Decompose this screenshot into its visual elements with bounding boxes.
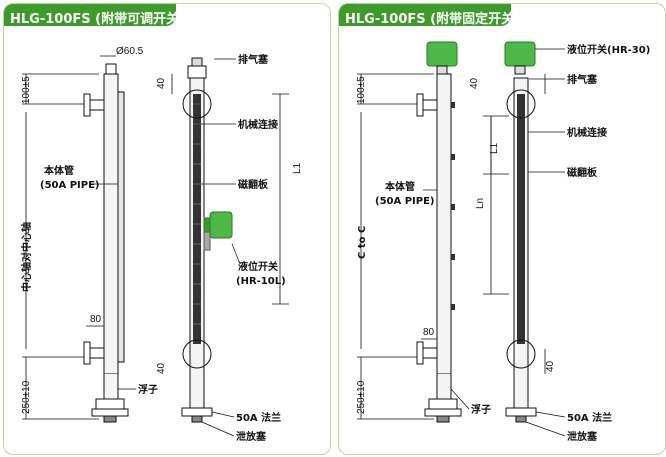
label-switch-1: 液位开关 xyxy=(238,260,278,273)
fixed-switch-drawing: 液位开关(HR-30) 排气塞 机械连接 磁翻板 本体管 (50A PIPE) … xyxy=(356,41,650,443)
dim-bottom: 250±10 xyxy=(21,380,32,414)
label-drain: 泄放塞 xyxy=(236,430,267,443)
dim-40: 40 xyxy=(156,77,167,89)
dim-40-low: 40 xyxy=(156,362,167,374)
label-switch: 液位开关(HR-30) xyxy=(567,43,650,56)
panel-header: HLG-100FS (附带固定开关) xyxy=(339,4,520,27)
label-flip: 磁翻板 xyxy=(238,178,269,191)
label-drain: 泄放塞 xyxy=(567,430,598,443)
dim-L1: L1 xyxy=(292,162,303,174)
label-float: 浮子 xyxy=(471,403,491,416)
dim-40-low: 40 xyxy=(545,360,556,372)
dim-top: 100±5 xyxy=(356,76,367,104)
label-body-2: (50A PIPE) xyxy=(40,180,100,191)
label-switch-2: (HR-10L) xyxy=(236,276,286,287)
label-body-1: 本体管 xyxy=(385,180,415,193)
label-vent: 排气塞 xyxy=(567,73,598,86)
label-vent: 排气塞 xyxy=(238,53,269,66)
dim-Ln: Ln xyxy=(475,198,486,209)
dim-bottom: 250±10 xyxy=(356,380,367,414)
label-body-2: (50A PIPE) xyxy=(375,196,435,207)
dim-diameter: Ø60.5 xyxy=(116,46,144,57)
dim-top: 100±5 xyxy=(21,76,32,104)
dim-80: 80 xyxy=(90,314,102,325)
panel-title: HLG-100FS (附带可调开关) xyxy=(10,12,186,27)
dim-40: 40 xyxy=(469,77,480,89)
label-flip: 磁翻板 xyxy=(567,166,598,179)
dim-center: C to C xyxy=(357,226,368,259)
label-body-1: 本体管 xyxy=(44,164,74,177)
dim-L1: L1 xyxy=(489,142,500,154)
dim-80: 80 xyxy=(423,327,435,338)
adjustable-switch-drawing: Ø60.5 100±5 40 L1 中心轴对中心轴 80 250±10 40 排… xyxy=(20,46,303,443)
label-flange: 50A 法兰 xyxy=(567,411,612,424)
panel-fixed-switch: HLG-100FS (附带固定开关) xyxy=(338,3,666,455)
panel-title: HLG-100FS (附带固定开关) xyxy=(345,12,521,27)
label-connect: 机械连接 xyxy=(238,118,278,131)
label-connect: 机械连接 xyxy=(567,126,607,139)
dim-center: 中心轴对中心轴 xyxy=(20,222,33,292)
panel-adjustable-switch: HLG-100FS (附带可调开关) xyxy=(3,3,331,455)
panel-header: HLG-100FS (附带可调开关) xyxy=(4,4,185,27)
label-flange: 50A 法兰 xyxy=(236,411,281,424)
label-float: 浮子 xyxy=(138,383,158,396)
